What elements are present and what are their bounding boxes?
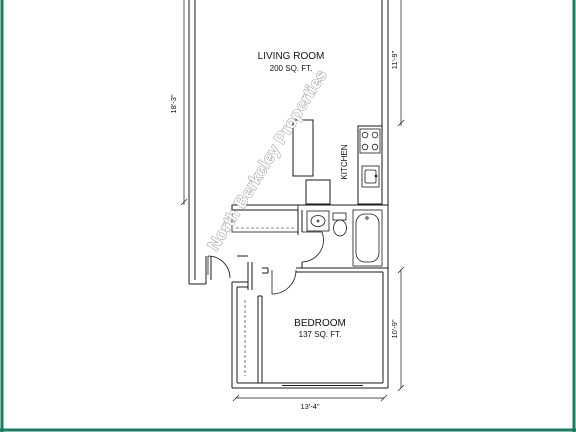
living-room-label: LIVING ROOM xyxy=(258,51,325,62)
refrigerator-icon xyxy=(292,119,331,205)
sink-icon xyxy=(361,165,380,188)
living-room-area: 200 SQ. FT. xyxy=(270,64,313,73)
hall-closet xyxy=(231,204,299,233)
stove-icon xyxy=(359,128,381,154)
bathroom-sink-icon xyxy=(306,210,330,232)
kitchen-label: KITCHEN xyxy=(340,144,349,179)
bedroom-area: 137 SQ. FT. xyxy=(299,330,342,339)
bathtub-icon xyxy=(352,209,383,267)
doors xyxy=(207,231,324,295)
dimension-lines xyxy=(180,0,405,402)
dimension-bedroom-width: 10'-9" xyxy=(390,319,399,338)
dimension-overall-width: 13'-4" xyxy=(300,402,319,411)
toilet-icon xyxy=(332,212,347,237)
kitchen-counter xyxy=(357,125,383,205)
dimension-living-width: 11'-9" xyxy=(390,50,399,69)
dimension-living-length: 18'-3" xyxy=(169,94,178,113)
bedroom-label: BEDROOM xyxy=(294,318,346,329)
watermark: North Berkeley Properties xyxy=(204,66,331,254)
